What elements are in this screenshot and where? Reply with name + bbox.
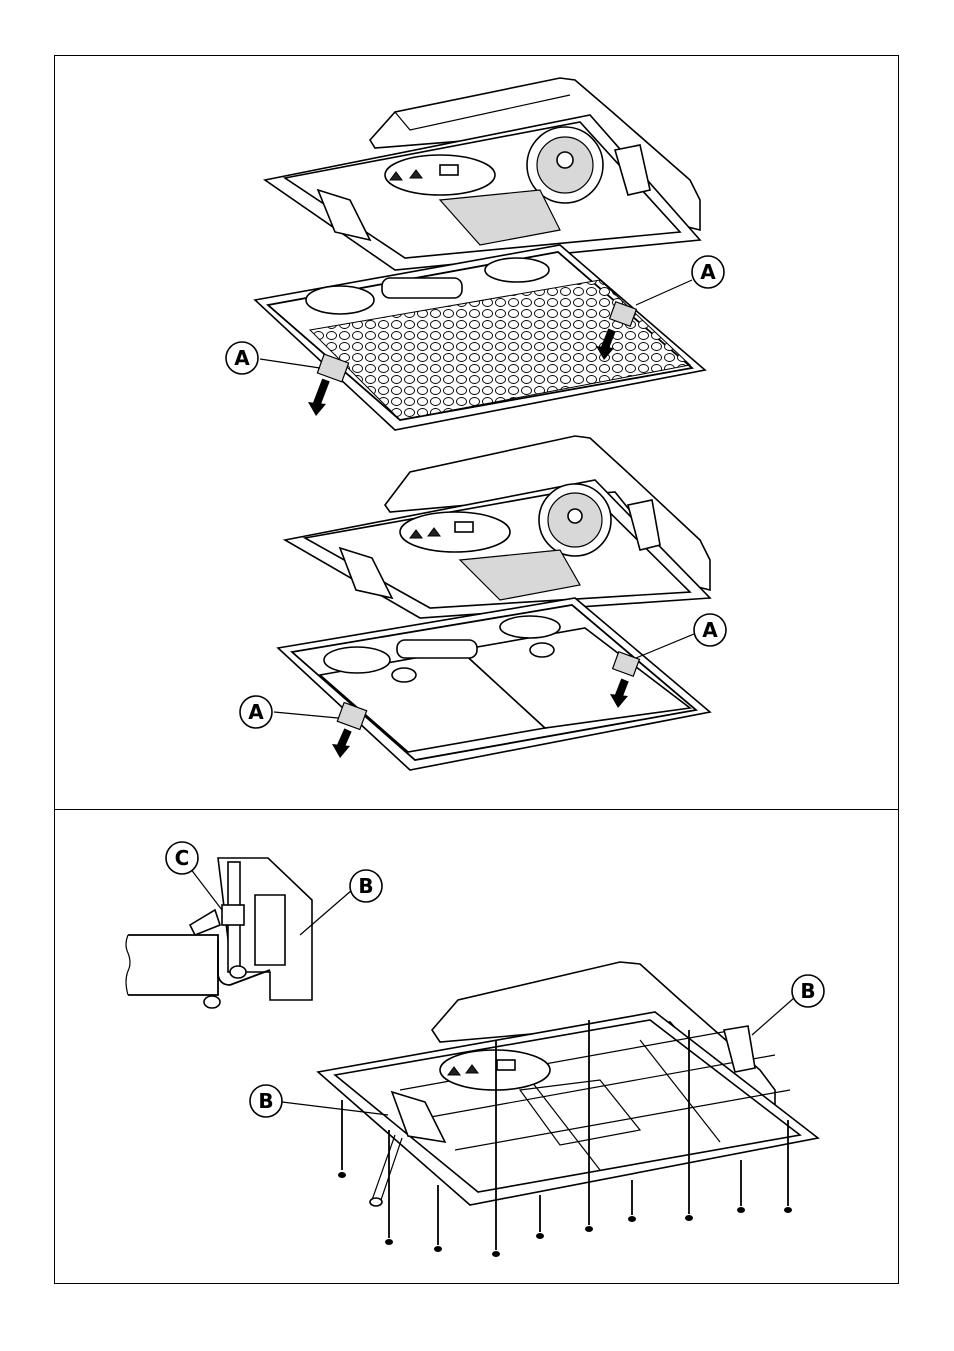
svg-text:B: B [258,1089,273,1113]
callout-a-right-2: A [694,614,726,646]
callout-b-right: B [792,975,824,1007]
hood-figure-1 [255,78,705,430]
callout-a-right-1: A [692,256,724,288]
svg-text:B: B [800,979,815,1003]
mounting-detail-section [126,858,312,1008]
callout-c: C [166,842,198,874]
hood-figure-3-mounting [318,962,818,1206]
hood-figure-2 [278,436,710,770]
svg-text:A: A [702,618,718,642]
svg-text:B: B [358,874,373,898]
callout-a-left-2: A [240,696,272,728]
callout-b-left: B [250,1085,282,1117]
svg-text:C: C [175,846,190,870]
callout-b-detail: B [350,870,382,902]
svg-text:A: A [234,346,250,370]
callout-a-left-1: A [226,342,258,374]
svg-text:A: A [700,260,716,284]
svg-text:A: A [248,700,264,724]
